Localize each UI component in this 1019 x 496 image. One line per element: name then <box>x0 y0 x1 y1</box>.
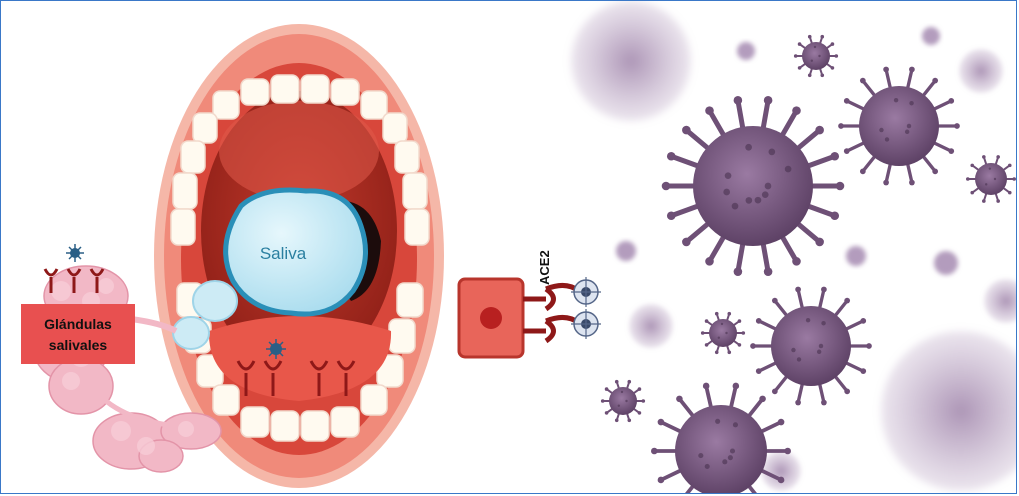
saliva-droplet <box>173 317 209 349</box>
glands-label-line1: Glándulas <box>44 316 112 332</box>
virus-icon <box>571 277 601 339</box>
virus-icon <box>737 42 755 60</box>
virus-icon <box>881 331 1017 491</box>
ace2-label: ACE2 <box>537 250 552 285</box>
virus-icon <box>966 155 1016 203</box>
virus-icon <box>266 339 286 359</box>
virus-icon <box>922 27 940 45</box>
virus-icon <box>838 67 960 186</box>
virus-icon <box>846 246 866 266</box>
virus-field <box>571 1 1017 491</box>
virus-icon <box>662 96 845 276</box>
virus-icon <box>701 312 745 354</box>
saliva-label: Saliva <box>260 244 307 263</box>
saliva-droplet <box>193 281 237 321</box>
virus-icon <box>959 49 1003 93</box>
virus-icon <box>601 380 645 422</box>
cell-icon <box>459 279 523 357</box>
virus-icon <box>629 304 673 348</box>
virus-icon <box>616 241 636 261</box>
salivary-glands-label-box: Glándulas salivales <box>21 304 135 364</box>
glands-label-line2: salivales <box>49 337 108 353</box>
virus-icon <box>571 1 691 121</box>
ace2-receptor-icon: ACE2 <box>523 250 579 341</box>
virus-icon <box>761 451 801 491</box>
virus-icon <box>750 287 872 406</box>
virus-icon <box>984 279 1017 323</box>
virus-icon <box>66 244 84 262</box>
virus-icon <box>934 251 958 275</box>
virus-icon <box>794 35 838 77</box>
